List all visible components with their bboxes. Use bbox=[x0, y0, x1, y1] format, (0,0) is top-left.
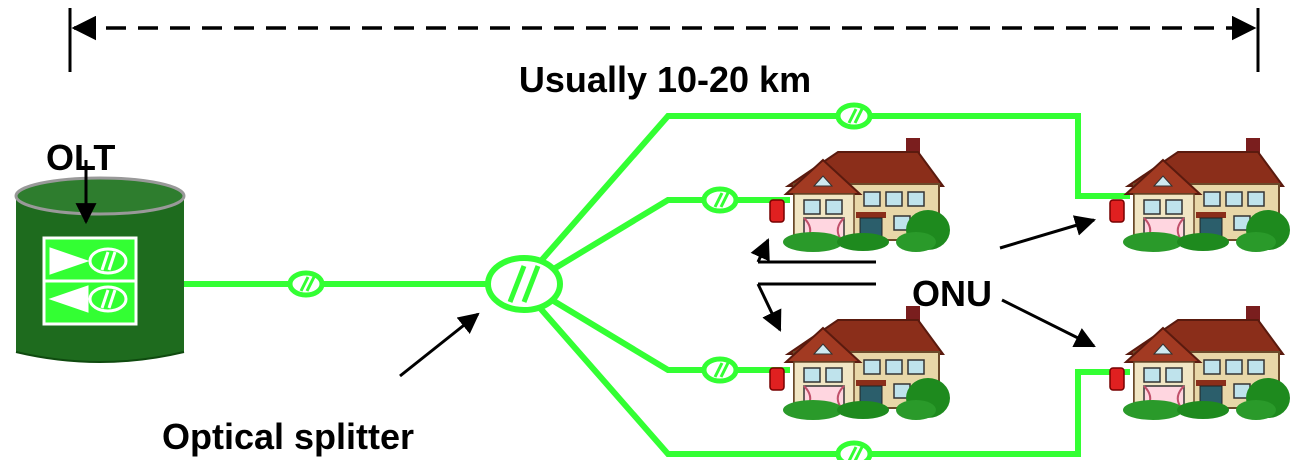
olt-label: OLT bbox=[46, 137, 115, 178]
house-icon bbox=[769, 137, 951, 253]
fiber-connector-icon bbox=[838, 105, 870, 127]
olt-equipment-icon bbox=[14, 176, 186, 363]
distance-indicator bbox=[68, 8, 1260, 72]
fiber-connector-icon bbox=[704, 189, 736, 211]
splitter-label: Optical splitter bbox=[162, 416, 414, 457]
fiber-connector-icon bbox=[290, 273, 322, 295]
optical-splitter-icon bbox=[485, 255, 563, 313]
onu-label: ONU bbox=[912, 273, 992, 314]
fiber-connector-icon bbox=[704, 359, 736, 381]
distance-label: Usually 10-20 km bbox=[519, 59, 811, 100]
fiber-connector-icon bbox=[838, 443, 870, 460]
splitter-arrow bbox=[399, 312, 480, 378]
house-icon bbox=[1109, 305, 1290, 421]
house-icon bbox=[1109, 137, 1290, 253]
house-icon bbox=[769, 305, 951, 421]
onu-arrows bbox=[750, 215, 1097, 348]
